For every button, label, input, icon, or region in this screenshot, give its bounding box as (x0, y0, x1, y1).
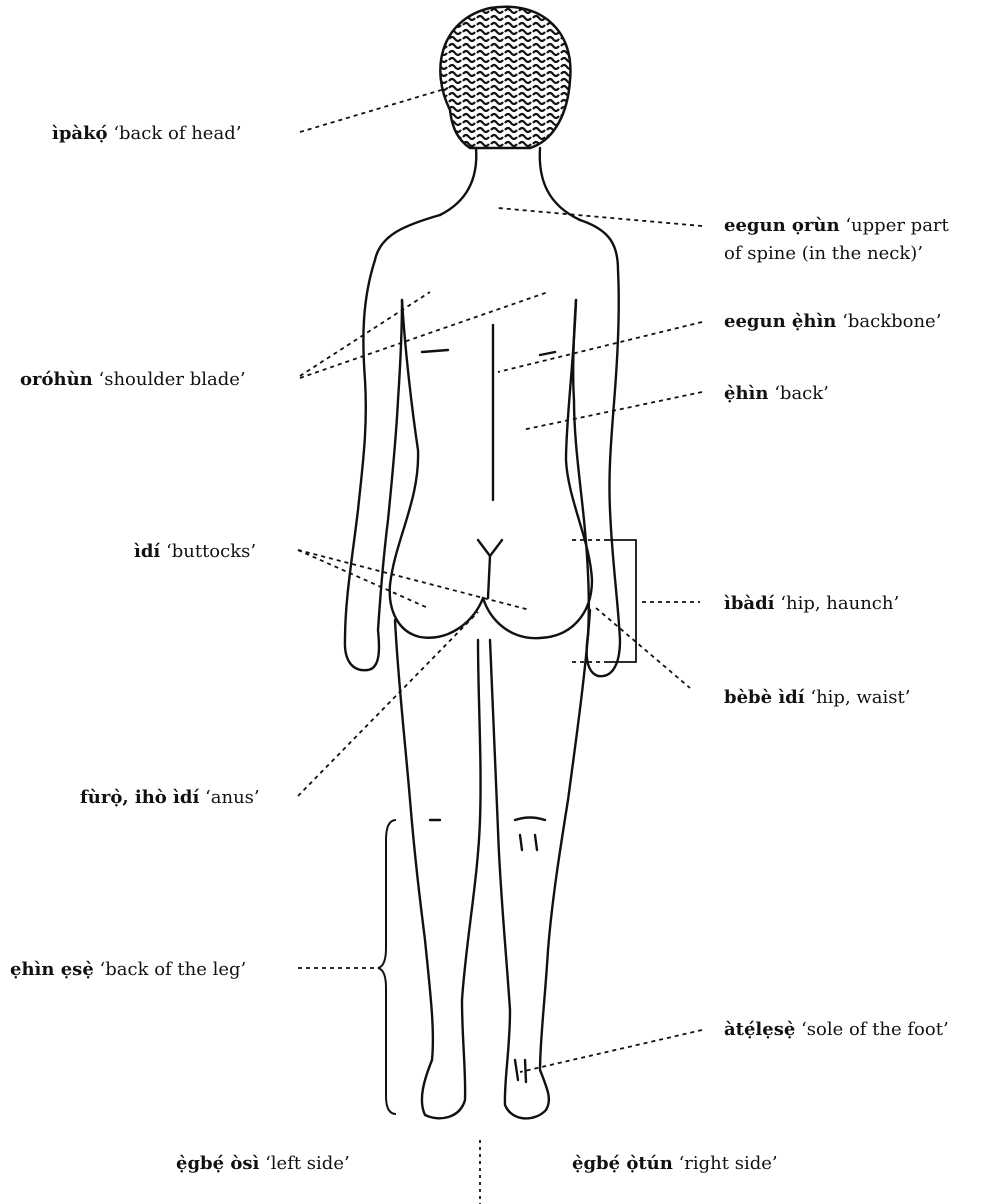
label-back-of-leg: ẹhìn ẹsẹ̀ ‘back of the leg’ (10, 956, 246, 984)
torso-right-outline (483, 300, 592, 638)
label-anus: fùrọ̀, ihò ìdí ‘anus’ (80, 784, 260, 812)
term-hip-waist: bèbè ìdí (724, 687, 805, 708)
shoulder-mark-left (422, 350, 448, 352)
gloss-anus: ‘anus’ (205, 787, 260, 808)
gloss-backbone: ‘backbone’ (842, 311, 941, 332)
gloss-hip-haunch: ‘hip, haunch’ (780, 593, 899, 614)
term-buttocks: ìdí (134, 541, 160, 562)
left-leg-outline (395, 620, 481, 1118)
gloss-back-of-leg: ‘back of the leg’ (100, 959, 247, 980)
gloss-shoulder-blade: ‘shoulder blade’ (99, 369, 246, 390)
neck-outline-right (540, 148, 580, 220)
label-upper-spine: eegun ọrùn ‘upper part of spine (in the … (724, 212, 964, 268)
leader-upper-spine (498, 208, 702, 226)
left-arm-outline (345, 215, 440, 670)
gloss-buttocks: ‘buttocks’ (166, 541, 256, 562)
term-left-side: ẹ̀gbẹ́ òsì (176, 1153, 259, 1174)
gloss-back: ‘back’ (774, 383, 829, 404)
leg-brace (378, 820, 396, 1114)
gloss-right-side: ‘right side’ (679, 1153, 778, 1174)
leader-buttocks-2 (298, 550, 530, 610)
label-left-side: ẹ̀gbẹ́ òsì ‘left side’ (176, 1150, 350, 1178)
term-anus: fùrọ̀, ihò ìdí (80, 787, 199, 808)
gloss-back-of-head: ‘back of head’ (113, 123, 241, 144)
leader-anus (298, 612, 478, 796)
gloss-left-side: ‘left side’ (265, 1153, 350, 1174)
term-hip-haunch: ìbàdí (724, 593, 775, 614)
shoulder-mark-right (540, 352, 555, 355)
label-hip-haunch: ìbàdí ‘hip, haunch’ (724, 590, 899, 618)
knee-mark-right (515, 818, 545, 851)
term-back: ẹ̀hìn (724, 383, 768, 404)
leader-shoulder-blade-2 (300, 292, 548, 378)
term-back-of-head: ìpàkọ́ (52, 123, 108, 144)
leader-backbone (498, 322, 702, 372)
term-back-of-leg: ẹhìn ẹsẹ̀ (10, 959, 94, 980)
label-back-of-head: ìpàkọ́ ‘back of head’ (52, 120, 241, 148)
leader-sole (520, 1030, 702, 1072)
term-right-side: ẹ̀gbẹ́ ọ̀tún (572, 1153, 673, 1174)
leader-back-of-head (300, 88, 448, 132)
label-buttocks: ìdí ‘buttocks’ (134, 538, 256, 566)
label-sole: àtẹ́lẹsẹ̀ ‘sole of the foot’ (724, 1016, 949, 1044)
label-back: ẹ̀hìn ‘back’ (724, 380, 829, 408)
leader-hip-waist (596, 608, 690, 688)
right-leg-outline (490, 610, 590, 1118)
term-shoulder-blade: oróhùn (20, 369, 93, 390)
term-backbone: eegun ẹ̀hìn (724, 311, 836, 332)
neck-outline (440, 148, 476, 215)
label-right-side: ẹ̀gbẹ́ ọ̀tún ‘right side’ (572, 1150, 778, 1178)
buttock-crease (478, 540, 502, 598)
label-hip-waist: bèbè ìdí ‘hip, waist’ (724, 684, 910, 712)
label-backbone: eegun ẹ̀hìn ‘backbone’ (724, 308, 941, 336)
hair (440, 7, 570, 148)
label-shoulder-blade: oróhùn ‘shoulder blade’ (20, 366, 246, 394)
term-upper-spine: eegun ọrùn (724, 215, 840, 236)
gloss-hip-waist: ‘hip, waist’ (810, 687, 910, 708)
gloss-sole: ‘sole of the foot’ (801, 1019, 949, 1040)
term-sole: àtẹ́lẹsẹ̀ (724, 1019, 795, 1040)
